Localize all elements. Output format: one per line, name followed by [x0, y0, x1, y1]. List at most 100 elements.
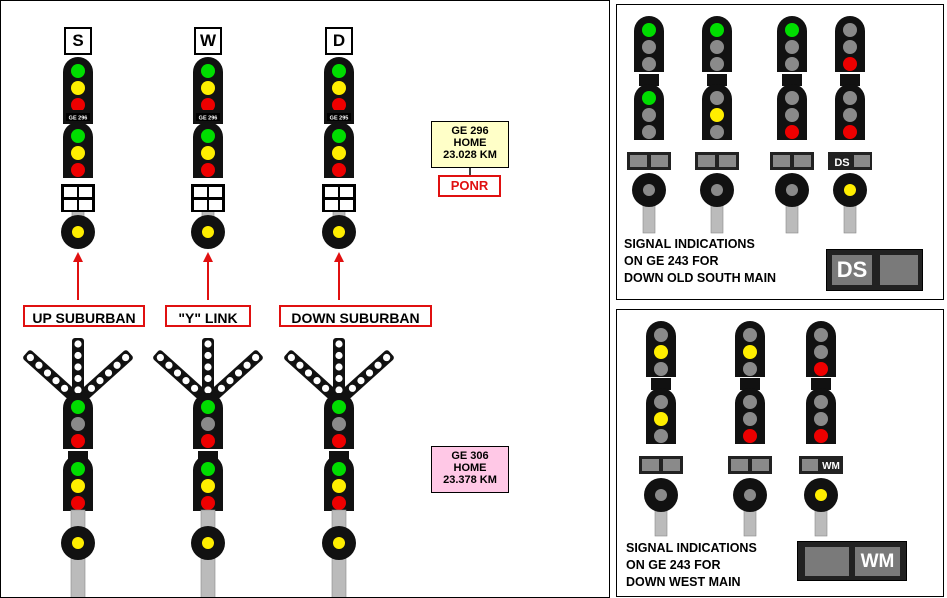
- route-indicator-cell: [854, 155, 870, 167]
- signal-lamp: [743, 429, 757, 443]
- feather-lamp: [156, 353, 164, 362]
- left-feather-indicator: [23, 350, 75, 399]
- feather-lamp: [335, 340, 343, 348]
- ponr-sign: PONR: [438, 175, 501, 197]
- signal-lamp: [71, 129, 85, 143]
- plate-ds-text: DS: [832, 255, 872, 285]
- signal-lamp: [71, 417, 85, 431]
- feather-lamp: [357, 377, 365, 385]
- indication-upper-head: [777, 16, 807, 72]
- signal-lamp: [710, 40, 724, 54]
- signal-link-body: [740, 378, 760, 390]
- route-indicator-cell: [698, 155, 715, 167]
- feather-lamp: [190, 384, 199, 392]
- upper-signal-head: [63, 57, 93, 113]
- feather-lamp: [335, 374, 343, 383]
- indication-upper-head: [646, 321, 676, 377]
- ge-plate-bg: [327, 113, 351, 121]
- ge-number-plate: GE 296: [66, 113, 90, 122]
- junction-cell: [340, 187, 353, 197]
- feather-lamp: [335, 386, 343, 394]
- indication-lower-head: [806, 388, 836, 444]
- route-indicator-box: DS: [828, 152, 872, 170]
- feather-lamp: [383, 353, 391, 362]
- panel-down-west-main: [616, 309, 944, 597]
- signal-lamp: [201, 98, 215, 112]
- bottom-upper-signal-head: [63, 393, 93, 449]
- feather-lamp: [96, 377, 104, 385]
- straight-feather-indicator: [72, 338, 84, 400]
- route-indicator-box: [695, 152, 739, 170]
- signal-lamp: [654, 429, 668, 443]
- indication-upper-head: [806, 321, 836, 377]
- caption-dwm-line1: SIGNAL INDICATIONS: [626, 541, 757, 555]
- feather-lamp: [165, 361, 173, 369]
- feather-lamp: [204, 351, 212, 360]
- signal-lamp: [710, 125, 724, 139]
- signal-lamp: [814, 429, 828, 443]
- signal-link-body: [639, 74, 659, 86]
- signal-link-body: [840, 74, 860, 86]
- feather-lamp: [87, 384, 96, 392]
- board-ge296-line1: GE 296: [451, 125, 489, 137]
- signal-lamp: [332, 496, 346, 510]
- lower-signal-head: [63, 122, 93, 178]
- route-indicator-text: WM: [822, 461, 840, 472]
- feather-lamp: [234, 369, 243, 377]
- feather-lamp: [113, 361, 121, 369]
- feather-lamp: [122, 353, 130, 362]
- junction-cell: [79, 187, 92, 197]
- signal-lamp: [71, 462, 85, 476]
- junction-cell: [209, 200, 222, 210]
- board-ge296-line3: 23.028 KM: [443, 149, 497, 161]
- junction-cell: [340, 200, 353, 210]
- plate-wm-blank: [805, 547, 849, 576]
- signal-link-body: [811, 378, 831, 390]
- indication-upper-head: [702, 16, 732, 72]
- feather-lamp: [226, 377, 234, 385]
- signal-lamp: [785, 125, 799, 139]
- signal-board-ge306: GE 306 HOME 23.378 KM: [431, 446, 509, 493]
- route-label-y-link: "Y" LINK: [165, 305, 251, 327]
- board-ge306-line2: HOME: [453, 462, 487, 474]
- signal-lamp: [710, 23, 724, 37]
- signal-lamp: [814, 362, 828, 376]
- route-letter-w: W: [194, 27, 222, 55]
- signal-lamp: [332, 417, 346, 431]
- signal-lamp: [201, 400, 215, 414]
- feather-lamp: [204, 340, 212, 348]
- shunt-signal-lamp: [333, 537, 345, 549]
- board-ge296-line2: HOME: [453, 137, 487, 149]
- signal-lamp: [332, 81, 346, 95]
- signal-lamp: [814, 395, 828, 409]
- signal-lamp: [785, 108, 799, 122]
- signal-lamp: [71, 163, 85, 177]
- route-indicator-box: [627, 152, 671, 170]
- indication-lower-head: [735, 388, 765, 444]
- signal-lamp: [843, 57, 857, 71]
- signal-lamp: [201, 496, 215, 510]
- shunt-signal-lamp: [333, 226, 345, 238]
- signal-lamp: [814, 328, 828, 342]
- indication-lower-head: [634, 84, 664, 140]
- signal-lamp: [785, 23, 799, 37]
- caption-dos-line1: SIGNAL INDICATIONS: [624, 237, 755, 251]
- board-ge306-line1: GE 306: [451, 450, 489, 462]
- indication-upper-head: [634, 16, 664, 72]
- caption-dwm-line2: ON GE 243 FOR: [626, 558, 721, 572]
- signal-lamp: [654, 328, 668, 342]
- signal-lamp: [332, 98, 346, 112]
- signal-lamp: [785, 91, 799, 105]
- signal-lamp: [710, 91, 724, 105]
- shunt-signal-lamp: [786, 184, 798, 196]
- signal-lamp: [332, 462, 346, 476]
- signal-lamp: [201, 434, 215, 448]
- feather-lamp: [296, 361, 304, 369]
- bottom-upper-signal-head: [324, 393, 354, 449]
- shunt-signal-lamp: [815, 489, 827, 501]
- straight-feather-indicator: [333, 338, 345, 400]
- feather-lamp: [74, 351, 82, 360]
- signal-lamp: [642, 23, 656, 37]
- shunt-signal-lamp: [202, 226, 214, 238]
- route-indicator-cell: [630, 155, 647, 167]
